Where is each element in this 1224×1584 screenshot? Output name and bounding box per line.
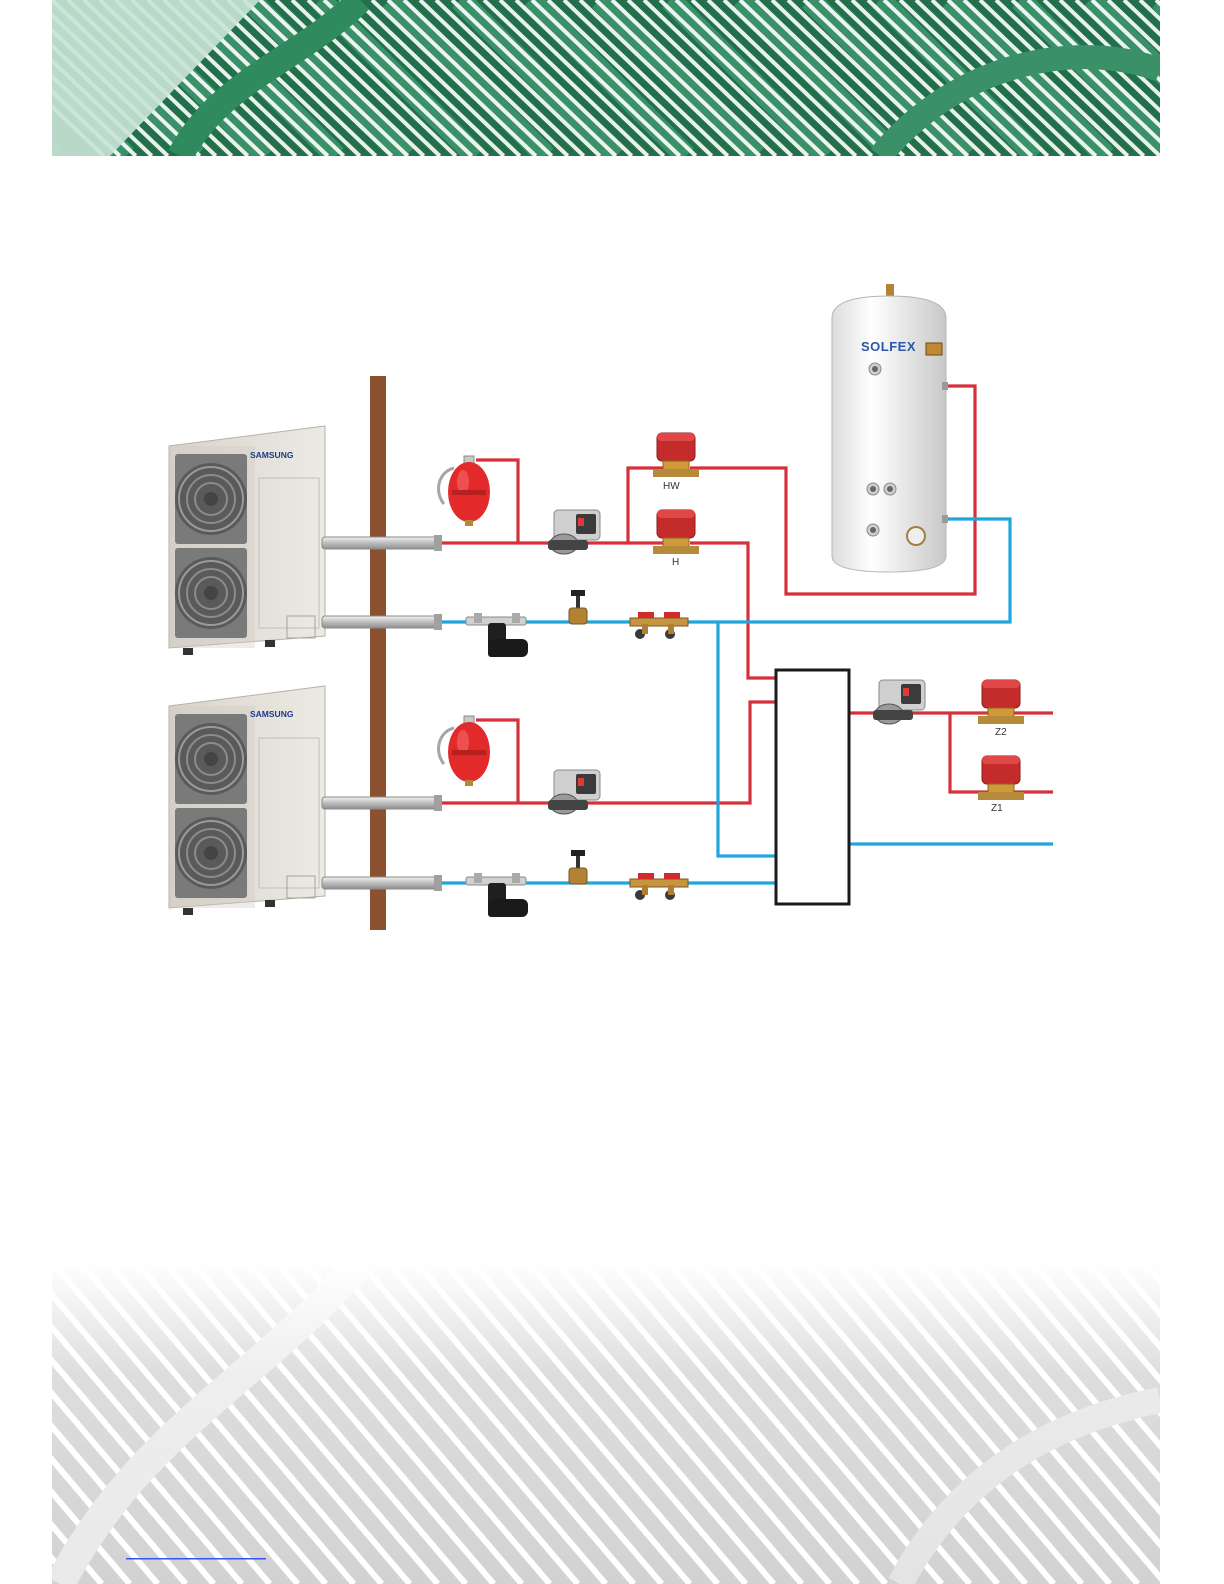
heat-pump-brand-label: SAMSUNG: [250, 450, 294, 460]
decorative-stripe: [1188, 0, 1224, 156]
flexi-hose-icon: [322, 614, 442, 630]
circulation-pump-icon: [873, 680, 925, 724]
flexi-hose-icon: [322, 795, 442, 811]
circulation-pump-icon: [548, 510, 600, 554]
flexi-hose-icon: [322, 875, 442, 891]
decorative-stripe: [1172, 0, 1224, 156]
motorised-valve-icon: [653, 433, 699, 477]
hot-water-cylinder: SOLFEX: [832, 284, 948, 572]
wall-pillar: [370, 376, 386, 930]
gate-valve-icon: [569, 590, 587, 624]
expansion-vessel-icon: [439, 456, 490, 526]
decorative-stripe: [1156, 0, 1224, 156]
motorised-valve-icon: [653, 510, 699, 554]
heat-pump-brand-label: SAMSUNG: [250, 709, 294, 719]
motorised-valve-icon: [978, 756, 1024, 800]
decorative-stripe: [0, 0, 56, 156]
valve-zone-2: Z2: [978, 680, 1024, 738]
valve-label-z1: Z1: [991, 803, 1003, 814]
valve-label-h: H: [672, 557, 679, 568]
circulation-pump-icon: [548, 770, 600, 814]
heat-pump-fan-icon: [169, 426, 325, 655]
header-banner: [0, 0, 1224, 156]
footer-banner: [0, 1262, 1224, 1584]
decorative-stripe: [1160, 0, 1224, 156]
cylinder-brand-label: SOLFEX: [861, 339, 916, 354]
magnetic-filter-icon: [466, 873, 528, 917]
footer-link-underline: [126, 1558, 266, 1560]
valve-zone-1: Z1: [978, 756, 1024, 814]
isolation-valve-pair-icon: [630, 612, 688, 639]
hot-water-cylinder-icon: [832, 284, 948, 572]
decorative-stripe: [1172, 1262, 1224, 1584]
heat-pump-unit-bottom: SAMSUNG: [169, 686, 325, 915]
buffer-tank-icon: [776, 670, 849, 904]
valve-heating: H: [653, 510, 699, 568]
magnetic-filter-icon: [466, 613, 528, 657]
flow-pipes: [440, 386, 1053, 803]
valve-hot-water: HW: [653, 433, 699, 492]
motorised-valve-icon: [978, 680, 1024, 724]
expansion-vessel-icon: [439, 716, 490, 786]
heat-pump-fan-icon: [169, 686, 325, 915]
heat-pump-unit-top: SAMSUNG: [169, 426, 325, 655]
valve-label-z2: Z2: [995, 727, 1007, 738]
valve-label-hw: HW: [663, 481, 680, 492]
isolation-valve-pair-icon: [630, 873, 688, 900]
gate-valve-icon: [569, 850, 587, 884]
flexi-hose-icon: [322, 535, 442, 551]
